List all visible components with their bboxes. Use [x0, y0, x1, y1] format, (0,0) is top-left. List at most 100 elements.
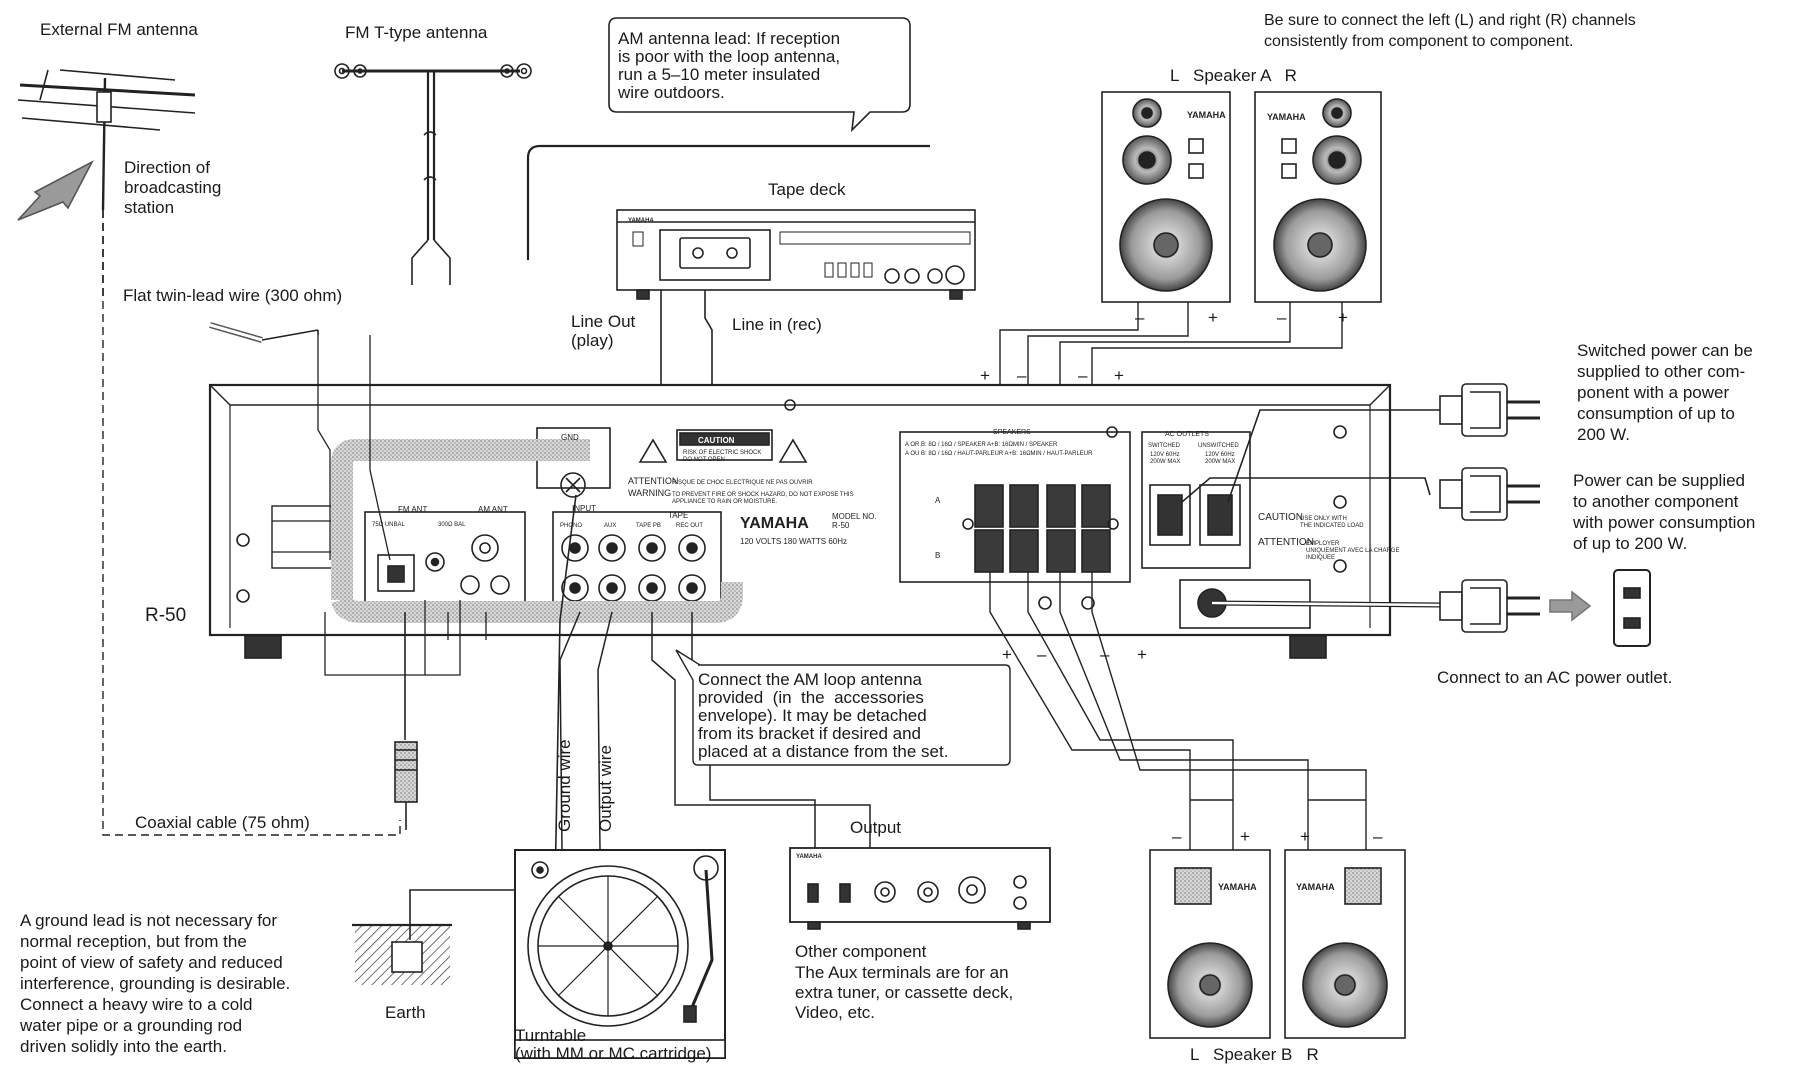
- panel-input: INPUT: [572, 504, 596, 513]
- earth-symbol: [352, 923, 452, 985]
- polarity-mark: –: [1135, 308, 1145, 327]
- aux-note: The Aux terminals are for an extra tuner…: [795, 963, 1014, 1022]
- output-label: Output: [850, 818, 902, 837]
- am-antenna-lead-wire: [526, 144, 930, 260]
- receiver-r50: [208, 383, 1392, 659]
- speaker-a-left: [1101, 91, 1231, 303]
- polarity-mark: +: [1208, 308, 1218, 327]
- polarity-mark: –: [1172, 827, 1182, 846]
- am-loop-note: Connect the AM loop antenna provided (in…: [698, 670, 949, 761]
- panel-model: MODEL NO.R-50: [832, 512, 877, 530]
- panel-warning: WARNING: [628, 488, 671, 498]
- amp-brand: YAMAHA: [796, 854, 822, 860]
- panel-ohm300: 300Ω BAL: [438, 522, 466, 528]
- panel-row-a: A: [935, 496, 941, 505]
- panel-phono: PHONO: [560, 523, 582, 529]
- external-fm-antenna-label: External FM antenna: [40, 20, 198, 39]
- lr-note: Be sure to connect the left (L) and righ…: [1264, 12, 1636, 50]
- polarity-mark: +: [1240, 827, 1250, 846]
- polarity-mark: +: [1137, 645, 1147, 664]
- external-fm-antenna: [17, 69, 196, 211]
- panel-caution: CAUTION: [698, 436, 735, 445]
- panel-unswitched: UNSWITCHED: [1198, 443, 1239, 449]
- twin-lead-label: Flat twin-lead wire (300 ohm): [123, 286, 343, 305]
- fm-t-type-antenna: [334, 63, 532, 285]
- other-component: [789, 847, 1051, 930]
- speaker-a-left-brand: YAMAHA: [1187, 110, 1226, 120]
- unswitched-power-plug: [1181, 467, 1540, 521]
- panel-ac-attention: ATTENTION: [1258, 537, 1314, 548]
- polarity-mark: –: [1017, 366, 1027, 385]
- unswitched-power-note: Power can be supplied to another compone…: [1573, 471, 1756, 553]
- earth-label: Earth: [385, 1003, 426, 1022]
- polarity-mark: –: [1373, 827, 1383, 846]
- ground-note: A ground lead is not necessary for norma…: [20, 911, 291, 1056]
- polarity-mark: +: [1300, 827, 1310, 846]
- turntable-label: Turntable (with MM or MC cartridge): [515, 1026, 712, 1063]
- panel-ohm75: 75Ω UNBAL: [372, 522, 405, 528]
- am-lead-callout: [608, 17, 911, 133]
- panel-attention-txt: RISQUE DE CHOC ELECTRIQUE NE PAS OUVRIR: [672, 480, 813, 486]
- aux-cable: [651, 612, 871, 850]
- other-component-label: Other component: [795, 942, 927, 961]
- panel-gnd: GND: [561, 433, 579, 442]
- speaker-b-wiring: [989, 572, 1367, 850]
- panel-rating: 120 VOLTS 180 WATTS 60Hz: [740, 537, 847, 546]
- polarity-mark: +: [1114, 366, 1124, 385]
- tape-deck-label: Tape deck: [768, 180, 846, 199]
- speaker-terminals: [974, 484, 1111, 573]
- r50-label: R-50: [145, 605, 187, 626]
- ac-outlet-label: Connect to an AC power outlet.: [1437, 668, 1673, 687]
- plug-in-arrow-icon: [1549, 590, 1592, 622]
- panel-aux: AUX: [604, 523, 616, 529]
- tape-deck-brand: YAMAHA: [628, 218, 654, 224]
- am-loop-antenna: [331, 439, 743, 623]
- ac-outlets: [1149, 484, 1241, 546]
- am-lead-note: AM antenna lead: If reception is poor wi…: [618, 29, 841, 102]
- fm-t-antenna-label: FM T-type antenna: [345, 23, 488, 42]
- tape-deck: [616, 209, 976, 300]
- ground-wire-label: Ground wire: [555, 739, 574, 832]
- speaker-b-right-brand: YAMAHA: [1296, 882, 1335, 892]
- polarity-mark: –: [1277, 308, 1287, 327]
- wall-outlet: [1613, 569, 1651, 647]
- switched-power-note: Switched power can be supplied to other …: [1577, 341, 1753, 444]
- panel-row-b: B: [935, 551, 940, 560]
- direction-label: Direction of broadcasting station: [124, 158, 222, 217]
- polarity-mark: +: [980, 366, 990, 385]
- panel-fm-ant: FM ANT: [398, 505, 427, 514]
- speaker-b-right: [1284, 849, 1406, 1039]
- panel-rec-out: REC OUT: [676, 523, 703, 529]
- line-in-label: Line in (rec): [732, 315, 822, 334]
- am-loop-callout: [675, 649, 1011, 766]
- speaker-a-right-brand: YAMAHA: [1267, 112, 1306, 122]
- twin-lead-wire: [209, 322, 319, 343]
- output-wire: [597, 611, 613, 851]
- ac-power-cord: [1211, 579, 1540, 633]
- panel-tape: TAPE: [668, 511, 688, 520]
- panel-warning-txt: TO PREVENT FIRE OR SHOCK HAZARD, DO NOT …: [672, 492, 854, 505]
- line-out-label: Line Out (play): [571, 312, 636, 350]
- panel-spk-line1: A OR B: 8Ω / 16Ω / SPEAKER A+B: 16ΩMIN /…: [905, 442, 1058, 448]
- polarity-mark: +: [1338, 308, 1348, 327]
- ground-wire: [559, 611, 581, 851]
- panel-speakers: SPEAKERS: [993, 429, 1031, 436]
- panel-switched: SWITCHED: [1148, 443, 1181, 449]
- panel-spk-line2: A OU B: 8Ω / 16Ω / HAUT-PARLEUR A+B: 16Ω…: [905, 451, 1093, 457]
- polarity-mark: –: [1037, 645, 1047, 664]
- speaker-a-right: [1254, 91, 1382, 303]
- panel-tape-pb: TAPE PB: [636, 523, 661, 529]
- direction-arrow-icon: [17, 160, 94, 221]
- panel-yamaha: YAMAHA: [740, 515, 809, 532]
- panel-am-ant: AM ANT: [478, 505, 508, 514]
- turntable: [514, 849, 726, 1059]
- speaker-b-left: [1149, 849, 1271, 1039]
- fm-coax-feed: [102, 210, 401, 836]
- speaker-a-label: L Speaker A R: [1170, 66, 1297, 85]
